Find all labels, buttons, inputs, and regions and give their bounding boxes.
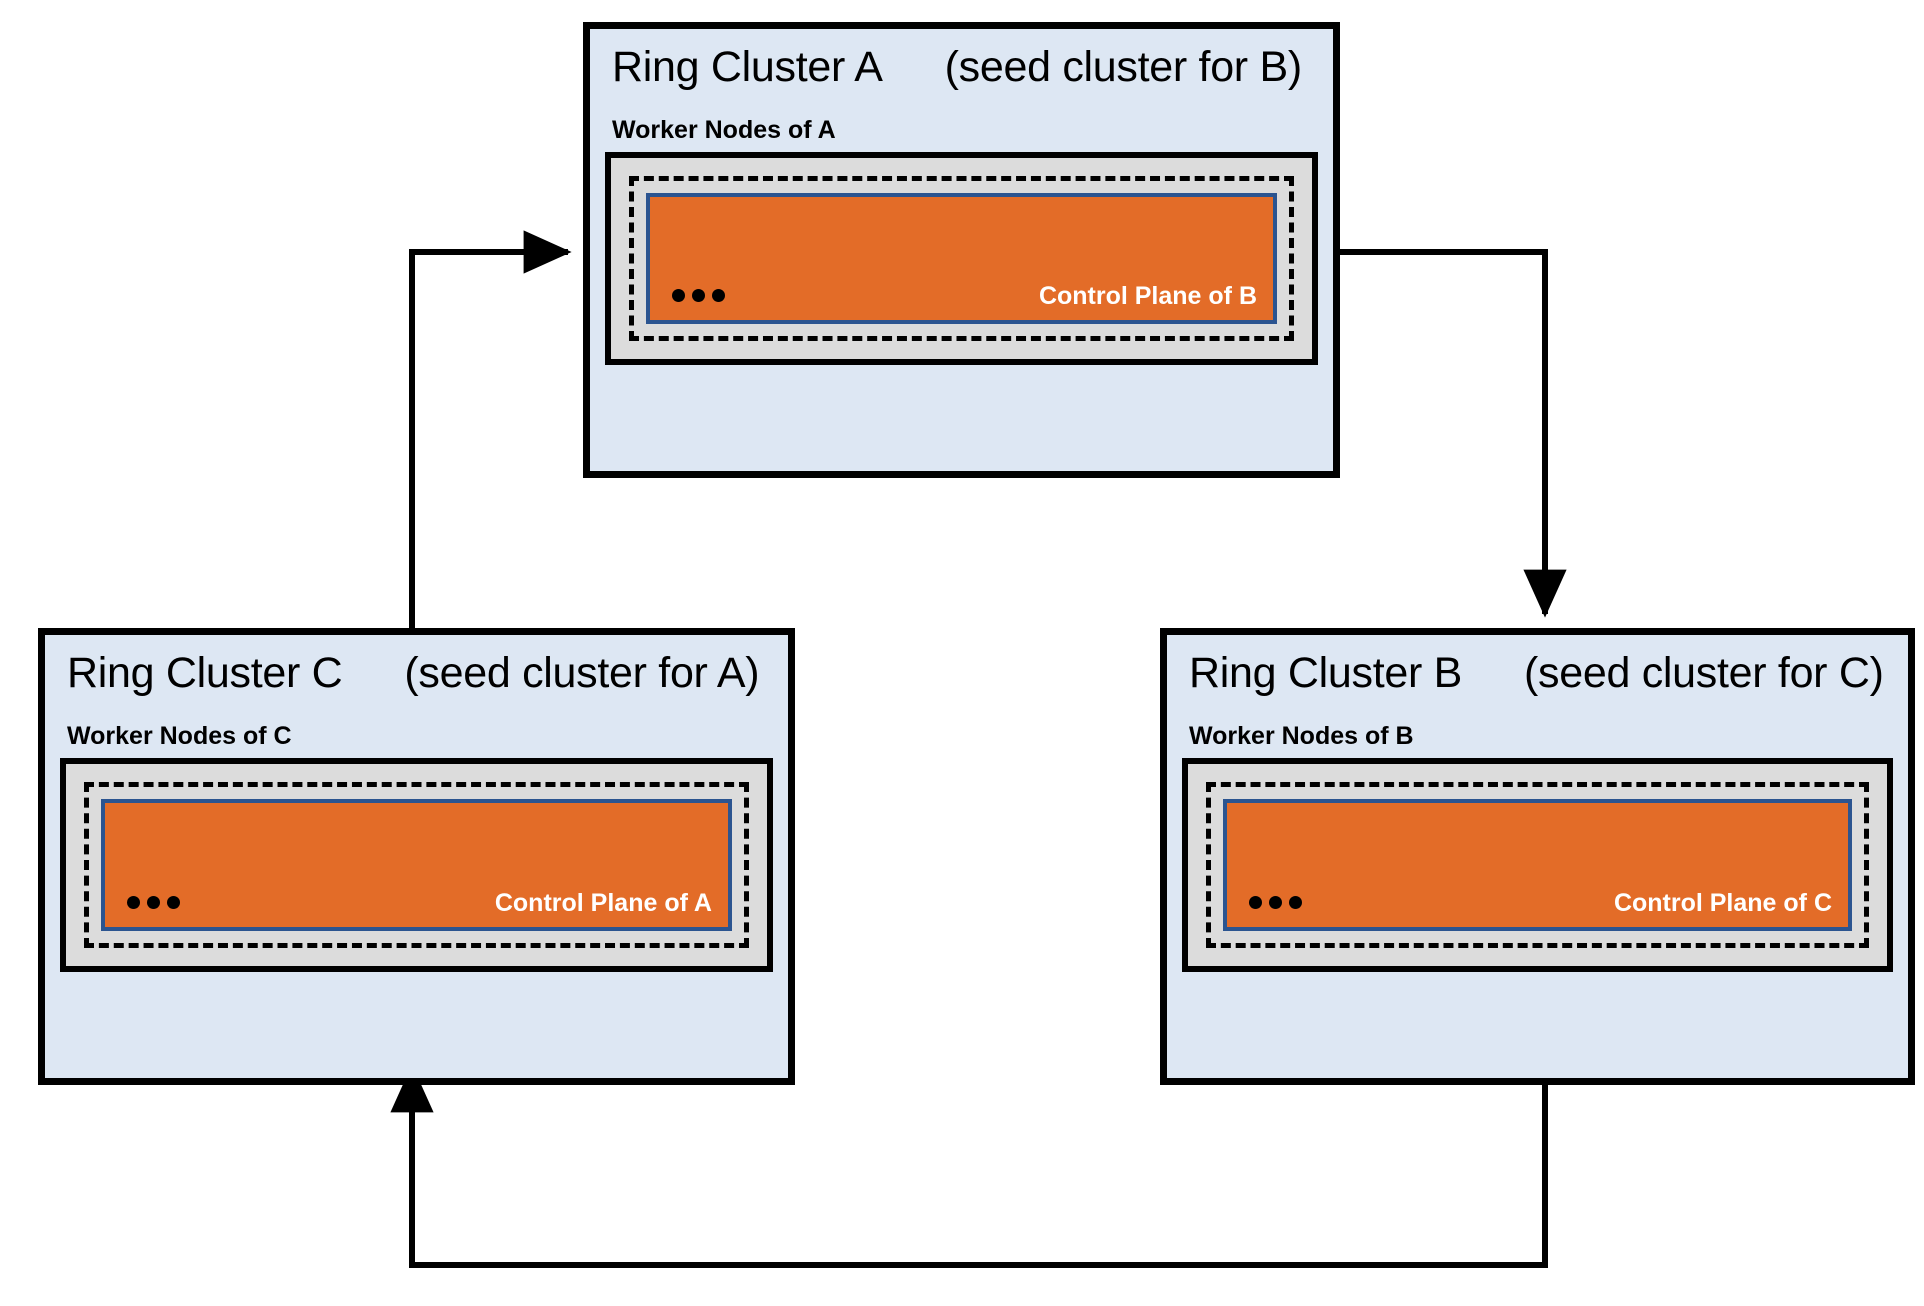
cluster-a-seed-note: (seed cluster for B) bbox=[944, 43, 1303, 91]
cluster-c-worker-nodes-box: Control Plane of A bbox=[60, 758, 773, 972]
cluster-b-title: Ring Cluster B (seed cluster for C) bbox=[1189, 649, 1884, 698]
cluster-a-name: Ring Cluster A bbox=[612, 43, 883, 91]
cluster-c-control-plane-box: Control Plane of A bbox=[101, 799, 732, 931]
ring-cluster-b[interactable]: Ring Cluster B (seed cluster for C) Worke… bbox=[1160, 628, 1915, 1085]
cluster-c-name: Ring Cluster C bbox=[67, 649, 343, 697]
cluster-a-worker-nodes-box: Control Plane of B bbox=[605, 152, 1318, 365]
cluster-b-name: Ring Cluster B bbox=[1189, 649, 1463, 697]
cluster-b-worker-label: Worker Nodes of B bbox=[1189, 722, 1414, 750]
cluster-b-ellipsis bbox=[1249, 896, 1302, 909]
cluster-a-ellipsis bbox=[672, 289, 725, 302]
cluster-b-control-plane-label: Control Plane of C bbox=[1613, 889, 1832, 917]
cluster-a-control-plane-box: Control Plane of B bbox=[646, 193, 1277, 324]
cluster-b-dashed-boundary: Control Plane of C bbox=[1206, 782, 1869, 948]
cluster-c-worker-label: Worker Nodes of C bbox=[67, 722, 292, 750]
arrow-b-to-c bbox=[390, 1064, 1548, 1268]
cluster-a-dashed-boundary: Control Plane of B bbox=[629, 176, 1294, 341]
cluster-c-control-plane-label: Control Plane of A bbox=[494, 889, 712, 917]
ring-cluster-c[interactable]: Ring Cluster C (seed cluster for A) Worke… bbox=[38, 628, 795, 1085]
cluster-c-seed-note: (seed cluster for A) bbox=[404, 649, 760, 697]
cluster-c-dashed-boundary: Control Plane of A bbox=[84, 782, 749, 948]
cluster-b-seed-note: (seed cluster for C) bbox=[1524, 649, 1884, 697]
arrow-c-to-a bbox=[409, 230, 572, 628]
ring-cluster-a[interactable]: Ring Cluster A (seed cluster for B) Worke… bbox=[583, 22, 1340, 478]
arrow-a-to-b bbox=[1340, 249, 1567, 618]
cluster-c-title: Ring Cluster C (seed cluster for A) bbox=[67, 649, 760, 698]
cluster-b-worker-nodes-box: Control Plane of C bbox=[1182, 758, 1893, 972]
cluster-b-control-plane-box: Control Plane of C bbox=[1223, 799, 1852, 931]
cluster-a-title: Ring Cluster A (seed cluster for B) bbox=[612, 43, 1302, 92]
cluster-a-worker-label: Worker Nodes of A bbox=[612, 116, 836, 144]
cluster-a-control-plane-label: Control Plane of B bbox=[1038, 282, 1257, 310]
cluster-c-ellipsis bbox=[127, 896, 180, 909]
